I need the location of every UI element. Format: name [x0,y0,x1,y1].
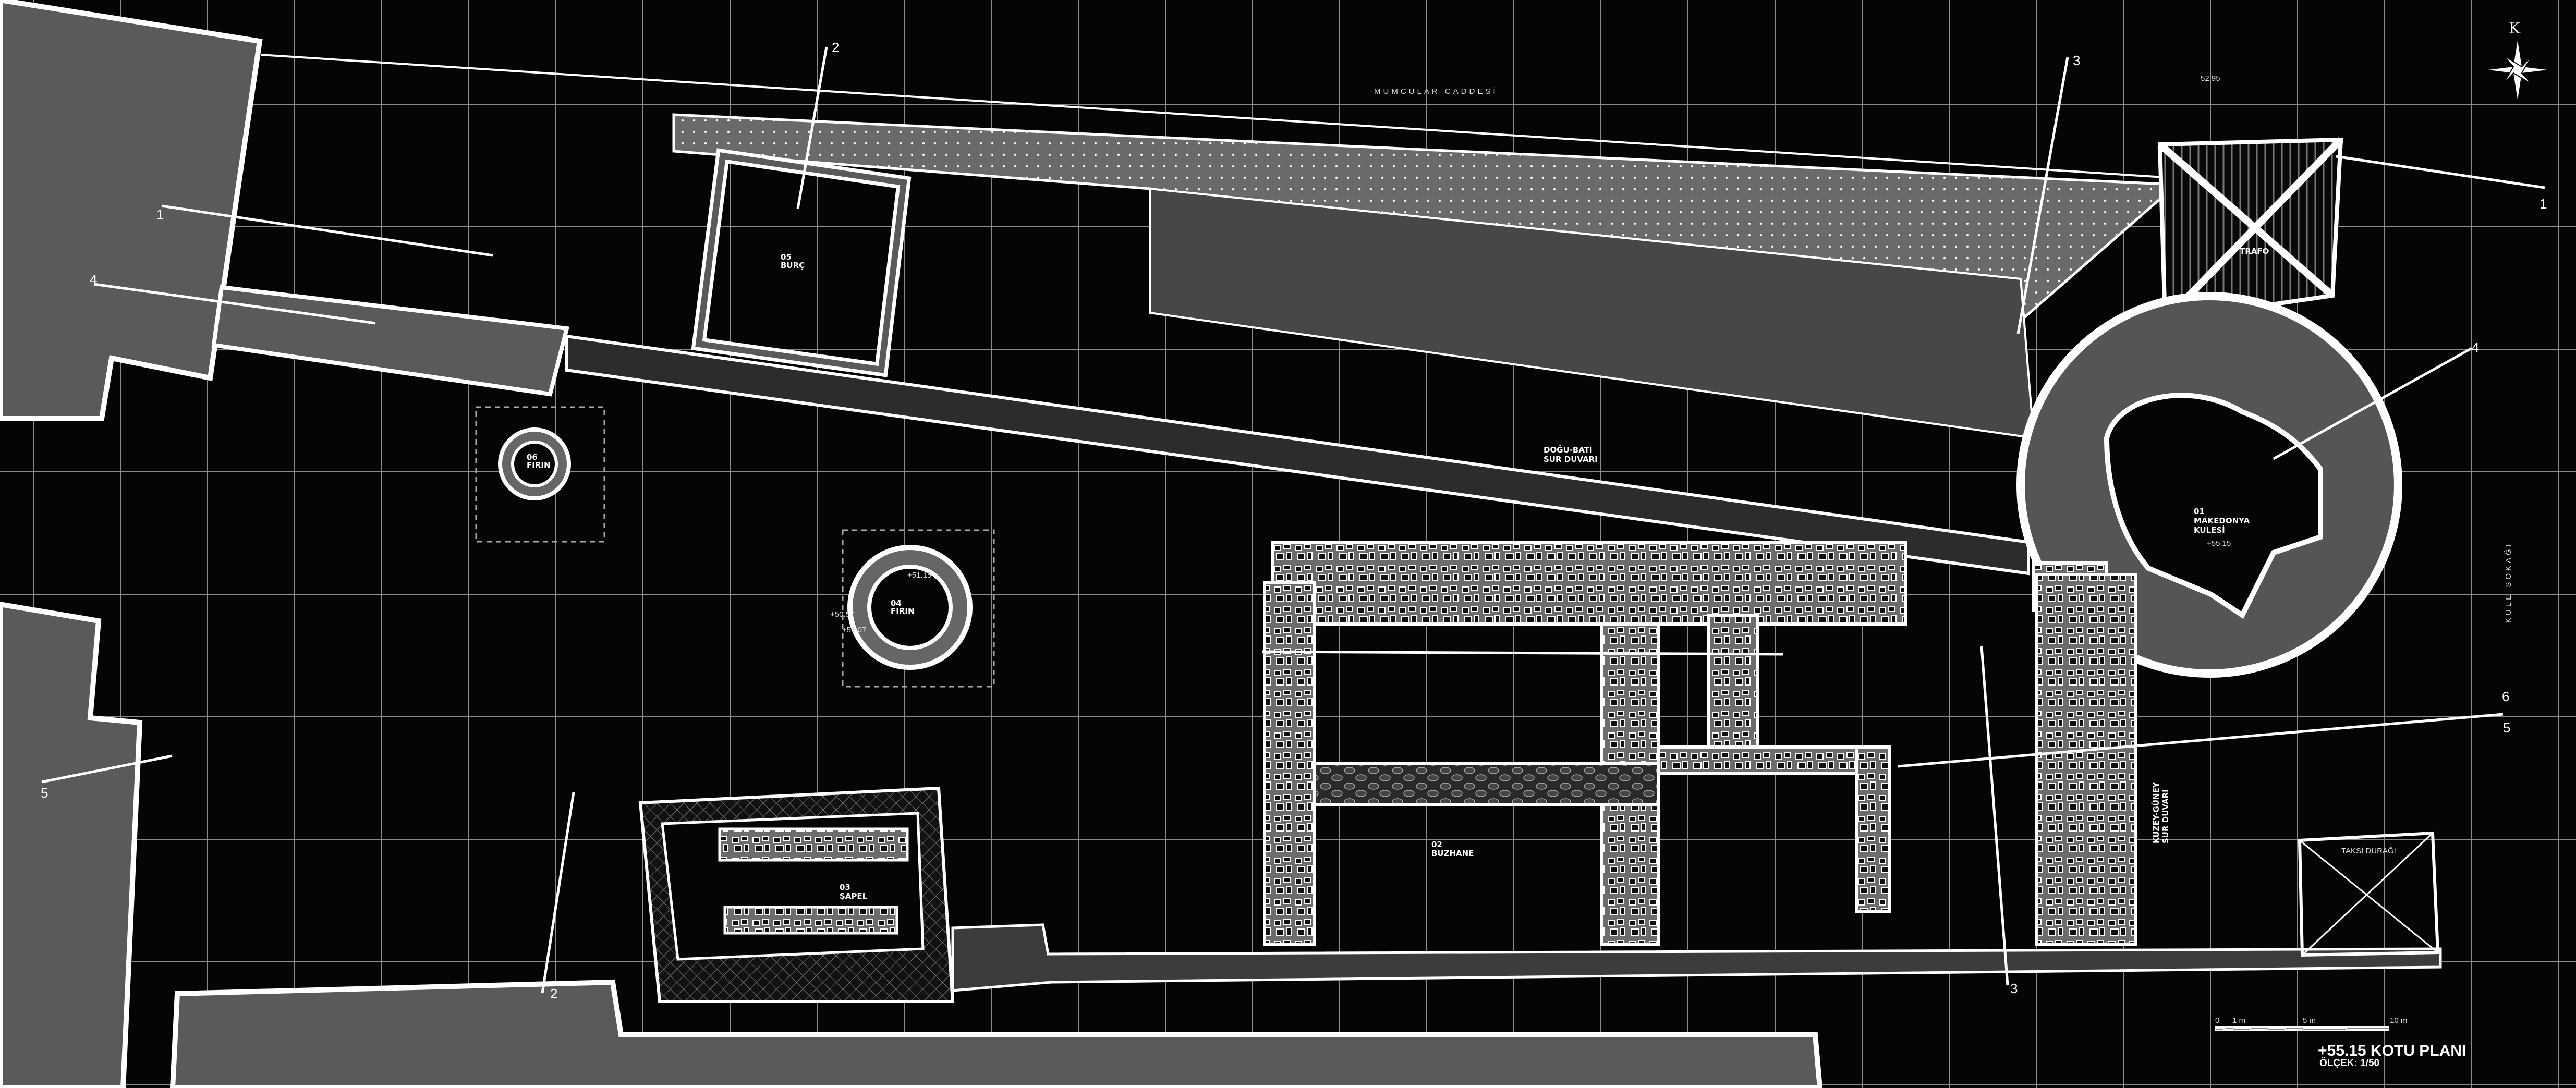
svg-text:MAKEDONYA: MAKEDONYA [2194,516,2250,525]
firin-04-chamber [867,565,953,650]
taxi-stand [2298,831,2440,957]
svg-text:FIRIN: FIRIN [891,606,915,616]
plan-title: +55.15 KOTU PLANI [2318,1042,2466,1059]
label-wall-east-west-2: SUR DUVARI [1544,455,1598,464]
svg-text:1: 1 [156,206,164,222]
svg-text:K: K [2509,19,2521,38]
plan-scale: ÖLÇEK: 1/50 [2319,1058,2379,1069]
street-edge [260,54,2165,178]
svg-text:+51.07: +51.07 [842,626,866,634]
svg-text:01: 01 [2194,507,2205,516]
svg-text:5: 5 [41,785,48,801]
svg-text:BUZHANE: BUZHANE [1431,849,1474,858]
building-block-southwest [0,601,143,1088]
label-space-04: 04 FIRIN +51.15 +50.57 +51.07 [830,571,931,634]
svg-text:0: 0 [2215,1016,2219,1025]
north-arrow-icon: K [2488,19,2547,100]
firin-06-chamber [511,441,558,487]
section-lines [41,46,2545,994]
label-space-01: 01 MAKEDONYA KULESİ +55.15 [2194,507,2250,548]
label-space-06: 06 FIRIN [527,453,551,470]
elevation-top: 52.95 [2201,74,2220,83]
svg-text:FIRIN: FIRIN [527,460,551,470]
svg-text:3: 3 [2073,53,2080,68]
building-block-south [169,979,1823,1088]
svg-text:+55.15: +55.15 [2207,539,2231,548]
svg-text:04: 04 [891,598,902,608]
label-space-05: 05 BURÇ [781,252,805,270]
east-west-city-wall [565,334,2030,576]
svg-text:SUR DUVARI: SUR DUVARI [2161,789,2170,843]
pavement-south [951,923,2442,992]
section-markers: 1 1 2 2 3 3 4 4 5 5 6 [41,40,2547,1001]
street-label-kule: KULE SOKAĞI [2504,542,2513,623]
svg-text:5 m: 5 m [2303,1016,2316,1025]
svg-text:10 m: 10 m [2390,1016,2407,1025]
svg-text:4: 4 [90,272,97,287]
svg-text:06: 06 [527,453,538,462]
svg-text:6: 6 [2502,689,2509,704]
north-south-wall [2035,573,2137,946]
svg-text:02: 02 [1431,840,1442,849]
svg-text:BURÇ: BURÇ [781,261,805,270]
svg-text:2: 2 [550,986,557,1001]
svg-text:KUZEY-GÜNEY: KUZEY-GÜNEY [2151,781,2161,843]
label-space-03: 03 ŞAPEL [840,883,868,901]
svg-text:1: 1 [2539,196,2547,212]
svg-text:KULESİ: KULESİ [2194,525,2225,535]
buzhane-ruins [1263,541,1907,946]
label-trafo: TRAFO [2240,247,2269,256]
svg-text:03: 03 [840,883,850,892]
label-wall-east-west: DOĞU-BATI [1544,445,1593,455]
svg-text:+51.15: +51.15 [907,571,931,580]
svg-text:5: 5 [2503,720,2510,736]
svg-text:2: 2 [832,40,839,55]
svg-text:05: 05 [781,252,792,262]
scale-bar: 0 1 m 5 m 10 m [2215,1016,2407,1031]
building-block-northwest [0,0,263,421]
label-space-02: 02 BUZHANE [1431,840,1474,858]
label-taxi-stand: TAKSİ DURAĞI [2341,846,2396,855]
street-label-mumcular: MUMCULAR CADDESİ [1374,87,1498,96]
label-wall-north-south: KUZEY-GÜNEY SUR DUVARI [2151,781,2170,843]
svg-text:+50.57: +50.57 [830,610,854,619]
transformer-building [2157,137,2344,323]
burc-tower-inner [695,152,907,373]
svg-text:4: 4 [2472,339,2479,355]
svg-text:1 m: 1 m [2232,1016,2245,1025]
svg-text:ŞAPEL: ŞAPEL [840,891,868,901]
svg-text:3: 3 [2010,981,2018,996]
firin-04-boundary [842,529,995,688]
chapel-ruins [638,786,955,1003]
